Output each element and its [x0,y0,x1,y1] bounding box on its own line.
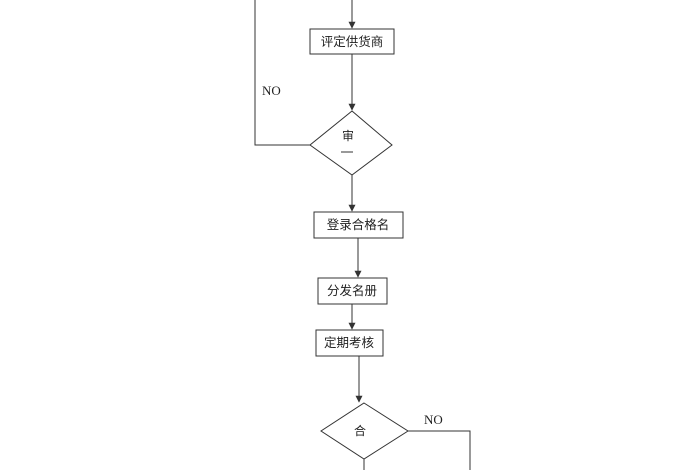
decision-review: 审 [309,110,393,176]
box-evaluate-supplier-label: 评定供货商 [321,34,384,49]
box-periodic-review-label: 定期考核 [324,335,375,350]
box-register-qualified-label: 登录合格名 [327,217,390,232]
box-periodic-review: 定期考核 [315,329,384,357]
connector-qualified-no [408,430,471,470]
decision-qualified-label: 合 [354,423,366,438]
box-evaluate-supplier: 评定供货商 [309,28,395,55]
connector-review-no-loop [254,0,310,146]
decision-qualified: 合 [320,402,409,460]
decision-review-label: 审 [342,128,354,143]
box-distribute-list: 分发名册 [317,277,388,305]
box-register-qualified: 登录合格名 [313,211,404,239]
review-no-label: NO [262,83,281,98]
qualified-no-label: NO [424,412,443,427]
box-distribute-list-label: 分发名册 [327,283,377,298]
